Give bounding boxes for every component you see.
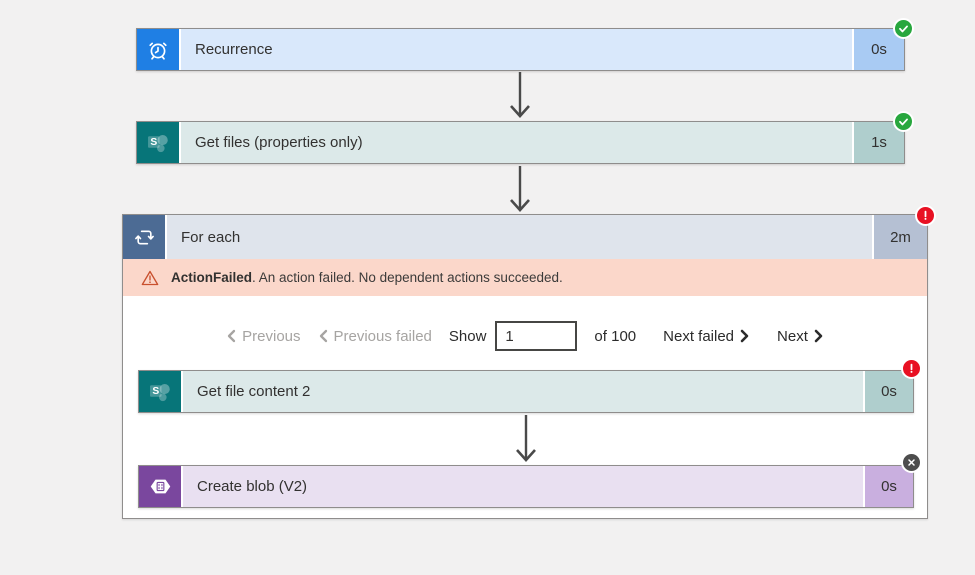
action-card-for-each[interactable]: For each 2m: [123, 215, 927, 259]
previous-failed-button[interactable]: Previous failed: [318, 328, 432, 345]
previous-button[interactable]: Previous: [226, 328, 301, 345]
foreach-scope-container: For each 2m ActionFailed. An action fail…: [122, 205, 936, 519]
sharepoint-icon: S: [150, 383, 170, 401]
iteration-index-input[interactable]: [495, 321, 578, 351]
warning-triangle-icon: [140, 268, 160, 288]
exclamation-icon: [924, 210, 927, 220]
next-button[interactable]: Next: [777, 328, 824, 345]
status-badge-failed: [915, 205, 936, 226]
blob-storage-connector-tile: [139, 466, 183, 507]
connector-arrow: [510, 166, 530, 212]
action-title: Get files (properties only): [181, 122, 852, 163]
error-banner: ActionFailed. An action failed. No depen…: [123, 259, 927, 296]
connector-arrow: [516, 415, 536, 462]
status-badge-cancelled: [901, 452, 922, 473]
check-icon: [899, 118, 908, 126]
foreach-connector-tile: [123, 215, 167, 259]
action-card-get-file-content[interactable]: S Get file content 2 0s: [138, 358, 922, 413]
status-badge-succeeded: [893, 18, 914, 39]
error-message: . An action failed. No dependent actions…: [252, 270, 563, 285]
connector-arrow: [510, 72, 530, 118]
iteration-pagination: Previous Previous failed Show of 100 Nex…: [123, 321, 927, 351]
action-duration: 0s: [863, 466, 913, 507]
action-title: Create blob (V2): [183, 466, 863, 507]
action-title: Recurrence: [181, 29, 852, 70]
blob-storage-hexagon-icon: [150, 479, 170, 494]
status-badge-succeeded: [893, 111, 914, 132]
svg-text:S: S: [152, 386, 159, 397]
alarm-clock-icon: [149, 42, 167, 60]
exclamation-icon: [910, 363, 913, 373]
action-title: For each: [167, 215, 872, 259]
x-icon: [908, 459, 915, 466]
chevron-left-icon: [319, 329, 327, 343]
svg-text:S: S: [150, 137, 157, 148]
action-card-recurrence[interactable]: Recurrence 0s: [136, 18, 914, 71]
error-code: ActionFailed: [171, 270, 253, 285]
action-title: Get file content 2: [183, 371, 863, 412]
of-total-label: of 100: [594, 327, 637, 345]
sharepoint-connector-tile: S: [137, 122, 181, 163]
check-icon: [899, 25, 908, 33]
action-card-create-blob[interactable]: Create blob (V2) 0s: [138, 452, 922, 508]
sharepoint-icon: S: [148, 134, 168, 152]
loop-icon: [134, 230, 154, 244]
chevron-right-icon: [814, 329, 823, 343]
action-duration: 0s: [852, 29, 904, 70]
show-label: Show: [448, 327, 487, 345]
sharepoint-connector-tile: S: [139, 371, 183, 412]
action-card-get-files[interactable]: S Get files (properties only) 1s: [136, 111, 914, 164]
action-duration: 0s: [863, 371, 913, 412]
next-failed-button[interactable]: Next failed: [663, 328, 750, 345]
status-badge-failed: [901, 358, 922, 379]
chevron-right-icon: [740, 329, 749, 343]
chevron-left-icon: [227, 329, 236, 343]
recurrence-connector-tile: [137, 29, 181, 70]
